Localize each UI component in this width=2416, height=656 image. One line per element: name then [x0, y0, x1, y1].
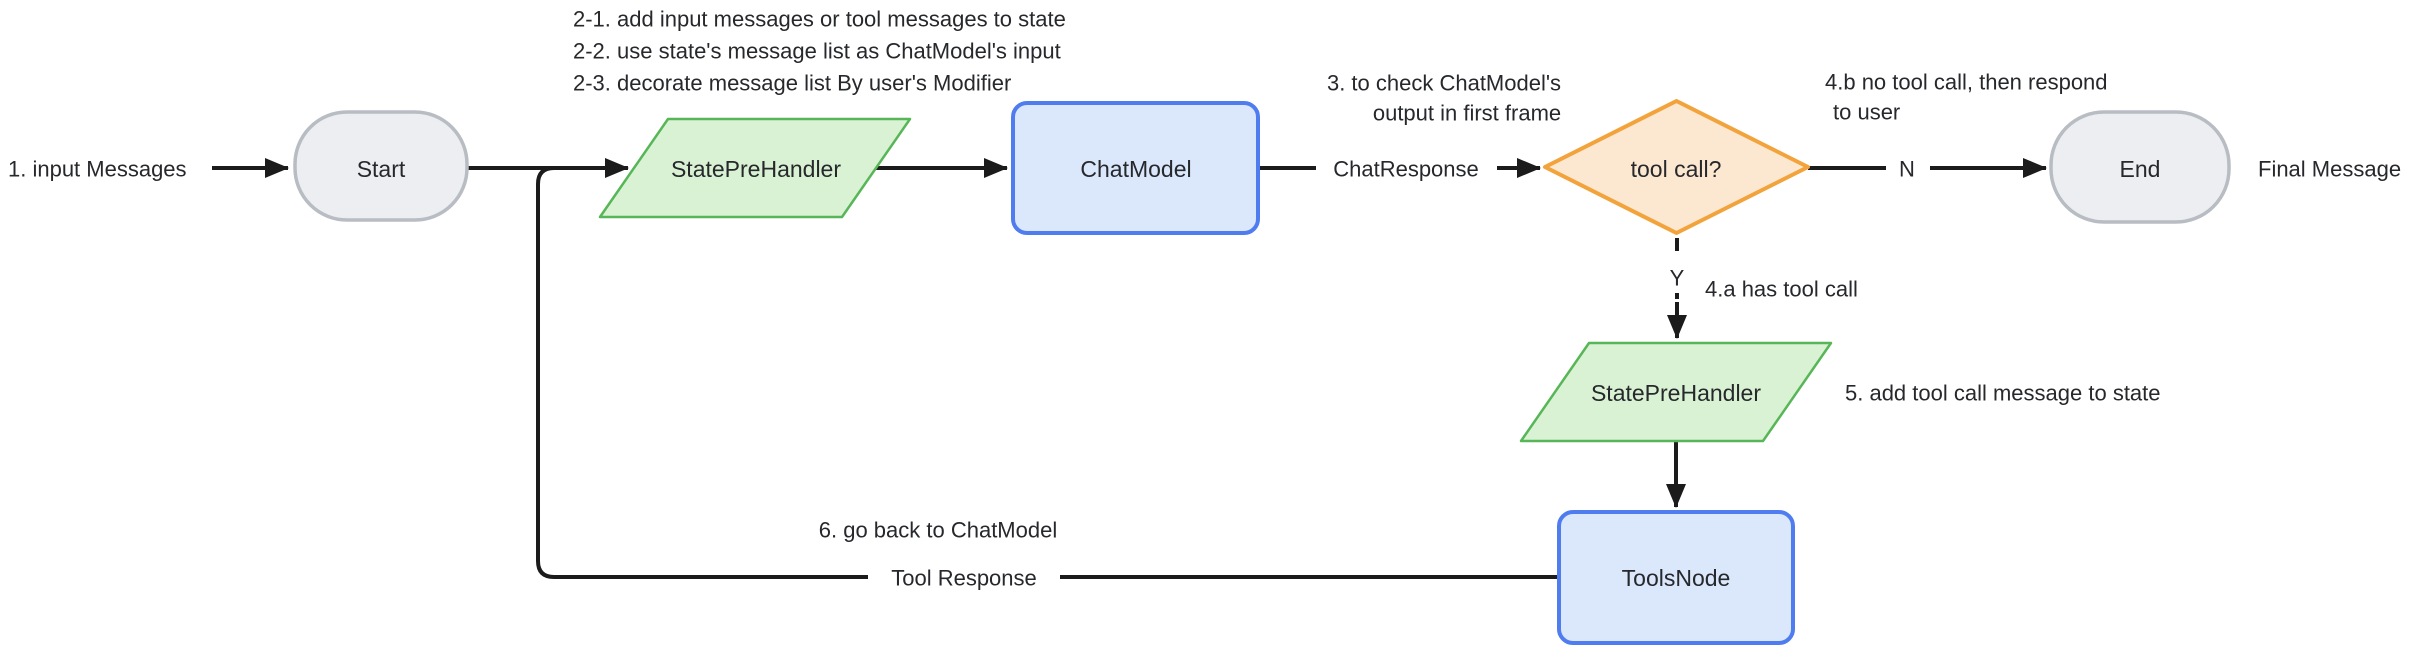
annotation-step2-line1: 2-1. add input messages or tool messages…: [573, 7, 1066, 32]
stateprehandler1-node-label: StatePreHandler: [671, 156, 841, 182]
annotation-step1: 1. input Messages: [8, 157, 187, 182]
chatresponse-edge-label: ChatResponse: [1333, 157, 1479, 182]
decision-node-shape: [1543, 99, 1810, 235]
node-labels: Start StatePreHandler ChatModel tool cal…: [357, 156, 2161, 591]
annotation-step3-line2: output in first frame: [1373, 101, 1561, 126]
annotation-step2-line2: 2-2. use state's message list as ChatMod…: [573, 39, 1061, 64]
y-label-backing: [1662, 261, 1692, 293]
edge-labels: ChatResponse N Y Tool Response: [891, 157, 1915, 591]
annotation-step5: 5. add tool call message to state: [1845, 381, 2161, 406]
toolsnode-node-shape: [1557, 510, 1795, 645]
edge-toolsnode-loopback: [536, 166, 1560, 579]
chatmodel-node-shape: [1011, 101, 1260, 235]
start-node-label: Start: [357, 156, 406, 182]
annotation-step4b-line1: 4.b no tool call, then respond: [1825, 70, 2108, 95]
annotations: 1. input Messages 2-1. add input message…: [8, 7, 2401, 543]
annotation-step4b-line2: to user: [1833, 100, 1900, 125]
edges: [212, 158, 2047, 579]
end-node-label: End: [2120, 156, 2161, 182]
decision-node-label: tool call?: [1631, 156, 1722, 182]
chatmodel-node-label: ChatModel: [1080, 156, 1191, 182]
annotation-step3-line1: 3. to check ChatModel's: [1327, 71, 1561, 96]
start-node-shape: [293, 110, 469, 222]
annotation-final-message: Final Message: [2258, 157, 2401, 182]
toolsnode-node-label: ToolsNode: [1622, 565, 1731, 591]
end-node-shape: [2049, 110, 2231, 224]
stateprehandler2-node-label: StatePreHandler: [1591, 380, 1761, 406]
n-edge-label: N: [1899, 157, 1915, 182]
annotation-step2-line3: 2-3. decorate message list By user's Mod…: [573, 71, 1011, 96]
y-edge-label: Y: [1670, 266, 1685, 291]
stateprehandler2-node-shape: [1519, 341, 1833, 443]
node-shapes: [293, 99, 2231, 645]
tool-response-edge-label: Tool Response: [891, 566, 1037, 591]
annotation-step4a: 4.a has tool call: [1705, 277, 1858, 302]
annotation-step6: 6. go back to ChatModel: [819, 518, 1057, 543]
stateprehandler1-node-shape: [598, 117, 912, 219]
